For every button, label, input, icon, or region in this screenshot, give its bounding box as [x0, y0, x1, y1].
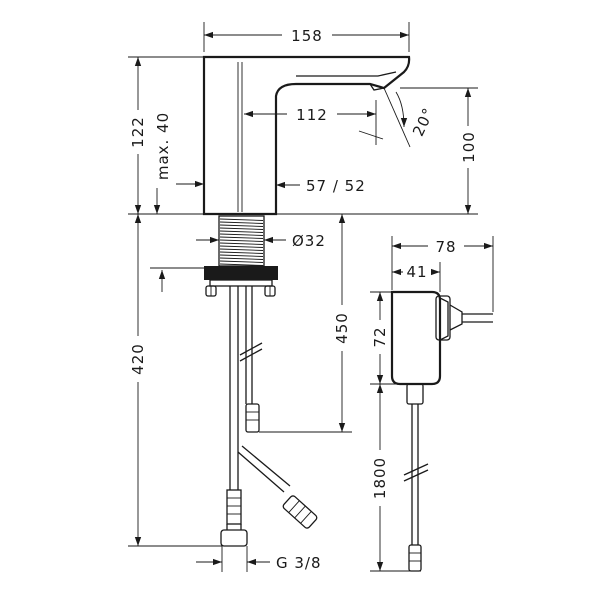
- dimension-72: 72: [370, 291, 407, 385]
- sensor-connector: [245, 403, 260, 433]
- dimension-41: 41: [392, 262, 441, 292]
- dimension-diameter-32: Ø32: [196, 232, 326, 250]
- thread-line: [219, 236, 264, 239]
- thread-line: [219, 218, 264, 221]
- dimension-max-40: max. 40: [153, 112, 204, 214]
- dimension-57-52-label: 57 / 52: [306, 177, 366, 195]
- dimension-1800: 1800: [370, 384, 421, 572]
- dimension-100: 100: [276, 87, 478, 215]
- thread-line: [219, 251, 264, 254]
- dimension-72-label: 72: [371, 326, 389, 347]
- dimension-100-label: 100: [460, 131, 478, 163]
- thread-line: [219, 245, 264, 248]
- dimension-20-angle-label: 20°: [409, 105, 438, 139]
- dimension-450-label: 450: [333, 312, 351, 344]
- dimension-g-3-8-label: G 3/8: [276, 554, 322, 572]
- dimension-41-label: 41: [406, 263, 427, 281]
- dimension-78: 78: [391, 236, 494, 312]
- supply-hoses: [229, 286, 291, 493]
- thread-line: [219, 224, 264, 227]
- thread-line: [219, 260, 264, 263]
- dimension-diameter-32-label: Ø32: [292, 232, 326, 250]
- thread-line: [219, 230, 264, 233]
- dimension-450: 450: [259, 214, 352, 433]
- dimension-122-label: 122: [129, 116, 147, 148]
- dimension-max-40-label: max. 40: [154, 112, 172, 180]
- dimension-112-label: 112: [296, 106, 328, 124]
- dimension-112: 112: [244, 100, 384, 145]
- thread-line: [219, 233, 264, 236]
- thread-line: [219, 254, 264, 257]
- dimension-122: 122: [128, 56, 204, 215]
- dimension-1800-label: 1800: [371, 457, 389, 499]
- hose-fitting: [220, 489, 318, 547]
- thread-line: [219, 263, 264, 266]
- dimension-158-label: 158: [291, 27, 323, 45]
- power-supply: [390, 290, 493, 572]
- dimension-420-label: 420: [129, 343, 147, 375]
- thread-line: [219, 239, 264, 242]
- dimension-20-angle: 20°: [383, 87, 438, 148]
- dimension-78-label: 78: [435, 238, 456, 256]
- dimension-nut-marker: [150, 267, 204, 292]
- faucet-body: [202, 55, 411, 216]
- thread-line: [219, 242, 264, 245]
- dimension-158: 158: [203, 22, 410, 52]
- thread-line: [219, 257, 264, 260]
- thread-line: [219, 248, 264, 251]
- dimension-57-52: 57 / 52: [276, 177, 366, 195]
- thread-line: [219, 227, 264, 230]
- dimension-g-3-8: G 3/8: [196, 546, 322, 572]
- threaded-shank: [218, 215, 265, 267]
- thread-line: [219, 221, 264, 224]
- dimension-420: 420: [128, 214, 222, 547]
- mounting-nut: [204, 266, 278, 297]
